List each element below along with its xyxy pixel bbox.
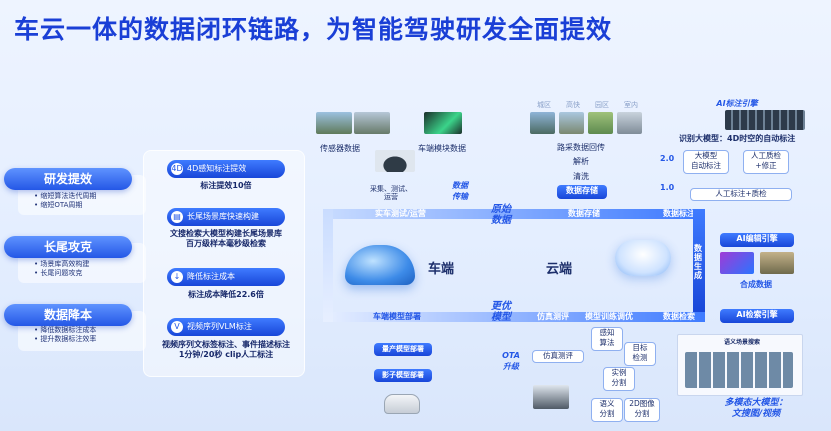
pillar-cost-item-1: • 降低数据标注成本: [34, 326, 97, 334]
task-perception: 感知 算法: [591, 327, 623, 351]
mass-deploy-box: 量产模型部署: [374, 343, 432, 356]
feature-cost-reduction: ↓ 降低标注成本: [167, 268, 285, 286]
sim-test-box: 仿真测评: [532, 350, 584, 363]
pillar-rnd-item-1: • 缩短算法迭代周期: [34, 192, 97, 200]
multimodal-model-label: 多模态大模型： 文搜图/视频: [724, 398, 788, 419]
task-object-detection: 目标 检测: [624, 342, 656, 366]
sim-photo: [533, 385, 569, 409]
car-end-label: 车端: [428, 262, 455, 277]
deployed-car-icon: [384, 394, 420, 414]
feature-label: 4D感知标注提效: [187, 164, 247, 173]
pillar-cost: 数据降本: [4, 304, 132, 326]
sensor-data-label: 传感器数据: [320, 144, 360, 153]
parse-label: 解析: [573, 157, 589, 166]
shadow-deploy-box: 影子模型部署: [374, 369, 432, 382]
right-flow-band: [693, 209, 705, 314]
scene-photo-urban: [530, 112, 555, 134]
model-caption: 识别大模型：4D时空的自动标注: [679, 134, 796, 143]
data-retrieval-label: 数据检索: [663, 312, 695, 321]
top-flow-band: [323, 209, 693, 219]
feature-panel: [143, 150, 305, 377]
pillar-longtail-item-1: • 场景库高效构建: [34, 260, 90, 268]
feature-desc: 1分钟/20秒 clip人工标注: [178, 350, 274, 359]
feature-vlm-annotation: V 视频序列VLM标注: [167, 318, 285, 336]
video-icon: V: [171, 321, 183, 333]
feature-desc: 标注提效10倍: [200, 181, 252, 190]
scene-tag-highway: 高快: [566, 101, 580, 109]
pillar-longtail: 长尾攻克: [4, 236, 132, 258]
deploy-label: 车端模型部署: [373, 312, 421, 321]
road-test-label: 实车测试/运营: [375, 209, 426, 218]
scene-photo-highway: [559, 112, 584, 134]
data-annotation-label: 数据标注: [663, 209, 695, 218]
manual-annotation-box: 人工标注+质检: [690, 188, 792, 201]
feature-desc: 文搜检索大模型构建长尾场景库: [170, 229, 282, 238]
better-model-label: 更优 模型: [491, 301, 511, 323]
data-transfer-label: 数据 传输: [452, 181, 468, 201]
task-semantic-segmentation: 语义 分割: [591, 398, 623, 422]
cloud-icon: [615, 240, 671, 276]
model-training-label: 模型训练调优: [585, 312, 633, 321]
list-icon: ▤: [171, 211, 183, 223]
scene-photo-park: [588, 112, 613, 134]
car-icon: [345, 245, 415, 285]
synthetic-photo-1: [720, 252, 754, 274]
scene-photo-indoor: [617, 112, 642, 134]
data-storage-label: 数据存储: [568, 209, 600, 218]
scene-tag-park: 园区: [595, 101, 609, 109]
vehicle-module-data-label: 车端模块数据: [418, 144, 466, 153]
scene-tag-urban: 城区: [537, 101, 551, 109]
backhaul-storage-box: 数据存储: [557, 185, 607, 199]
clean-label: 清洗: [573, 172, 589, 181]
bottom-flow-band: [323, 312, 705, 322]
pillar-rnd-item-2: • 缩短OTA周期: [34, 201, 83, 209]
ai-annotation-engine-label: AI标注引擎: [716, 99, 758, 108]
synthetic-photo-2: [760, 252, 794, 274]
ai-search-engine-label: AI检索引擎: [720, 309, 794, 323]
search-results-grid: [685, 352, 793, 388]
feature-label: 视频序列VLM标注: [187, 322, 252, 331]
cloud-end-label: 云端: [546, 262, 573, 277]
feature-4d-icon: 4D: [171, 163, 183, 175]
pillar-cost-item-2: • 提升数据标注效率: [34, 335, 97, 343]
raw-data-label: 原始 数据: [491, 204, 511, 226]
auto-annotation-box: 大模型 自动标注: [683, 150, 729, 174]
ota-label: OTA 升级: [502, 351, 520, 371]
pillar-rnd: 研发提效: [4, 168, 132, 190]
arrow-down-icon: ↓: [171, 271, 183, 283]
sensor-photo-2: [354, 112, 390, 134]
ai-edit-engine-label: AI编辑引擎: [720, 233, 794, 247]
feature-desc: 百万级样本毫秒级检索: [186, 239, 266, 248]
feature-label: 降低标注成本: [187, 272, 235, 281]
feature-longtail-library: ▤ 长尾场景库快速构建: [167, 208, 285, 226]
left-flow-band: [323, 209, 333, 322]
backhaul-label: 路采数据回传: [557, 143, 605, 152]
module-photo: [424, 112, 462, 134]
pillar-longtail-item-2: • 长尾问题攻克: [34, 269, 83, 277]
synthetic-data-label: 合成数据: [740, 280, 772, 289]
search-ui-title: 语义场景搜索: [724, 339, 761, 346]
feature-4d-annotation: 4D 4D感知标注提效: [167, 160, 285, 178]
sim-test-label: 仿真测评: [537, 312, 569, 321]
feature-desc: 视频序列文标签标注、事件描述标注: [162, 340, 290, 349]
feature-desc: 标注成本降低22.6倍: [188, 290, 264, 299]
test-vehicle-icon: [375, 150, 415, 172]
feature-label: 长尾场景库快速构建: [187, 212, 259, 221]
version-1-label: 1.0: [660, 183, 675, 192]
task-2d-segmentation: 2D图像 分割: [624, 398, 660, 422]
collect-label: 采集、测试、 运营: [370, 185, 412, 201]
page-title: 车云一体的数据闭环链路，为智能驾驶研发全面提效: [14, 15, 613, 44]
version-2-label: 2.0: [660, 154, 675, 163]
manual-check-box: 人工质检 +修正: [743, 150, 789, 174]
sensor-photo-1: [316, 112, 352, 134]
scene-tag-indoor: 室内: [624, 101, 638, 109]
task-instance-segmentation: 实例 分割: [603, 367, 635, 391]
server-rack-image: [725, 110, 805, 130]
data-generation-label: 数据 生成: [694, 244, 702, 280]
